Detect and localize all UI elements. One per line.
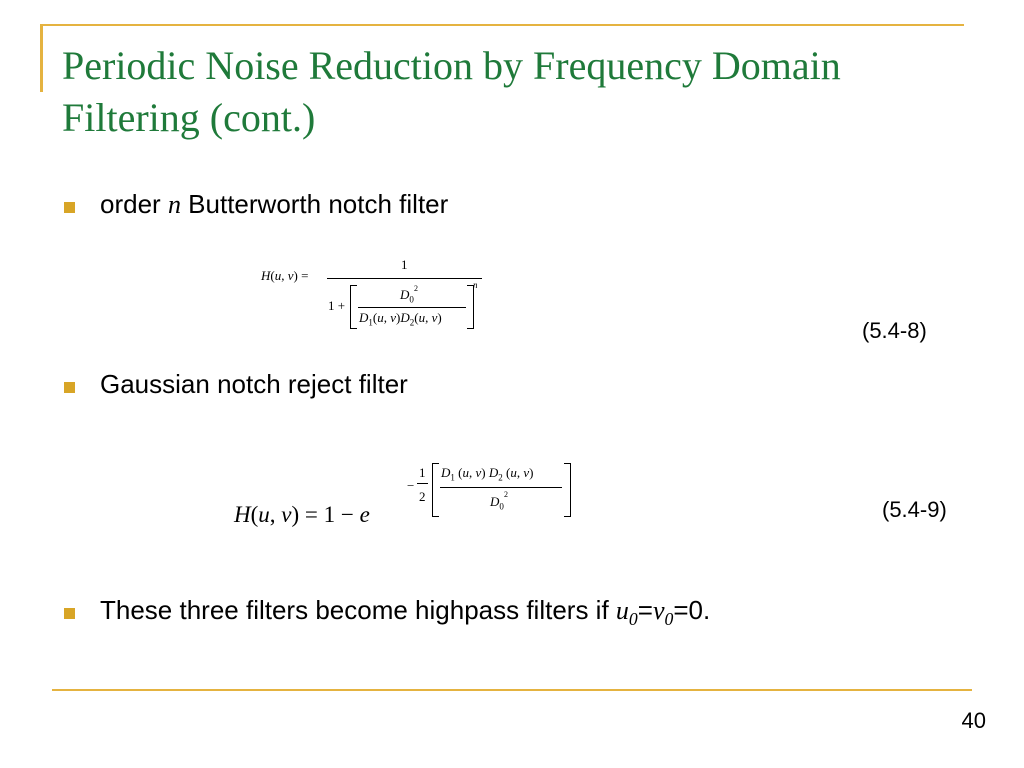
page-number: 40 [961, 708, 986, 733]
bullet-gaussian: Gaussian notch reject filter [100, 369, 408, 399]
var-v-sub: 0 [664, 609, 674, 630]
bottom-rule [52, 689, 972, 691]
bullet-text-pre: order [100, 189, 161, 219]
bullet-marker [64, 382, 75, 393]
var-u: u [615, 596, 629, 625]
var-v: v [652, 596, 665, 625]
bullet-marker [64, 608, 75, 619]
top-rule [40, 24, 964, 26]
var-u-sub: 0 [628, 609, 638, 630]
equation-number-1: (5.4-8) [862, 318, 927, 343]
slide-title: Periodic Noise Reduction by Frequency Do… [62, 43, 841, 140]
bullet-text-post: Butterworth notch filter [188, 189, 449, 219]
equation-number-2: (5.4-9) [882, 497, 947, 522]
left-rule [40, 24, 43, 92]
bullet-italic-n: n [167, 190, 181, 219]
equals-sign: = [637, 595, 653, 625]
bullet-highpass: These three filters become highpass filt… [100, 595, 710, 634]
bullet-text-pre: These three filters become highpass filt… [100, 595, 609, 625]
bullet-butterworth: order n Butterworth notch filter [100, 189, 448, 220]
bullet-marker [64, 202, 75, 213]
bullet-text-post: =0. [673, 595, 711, 625]
